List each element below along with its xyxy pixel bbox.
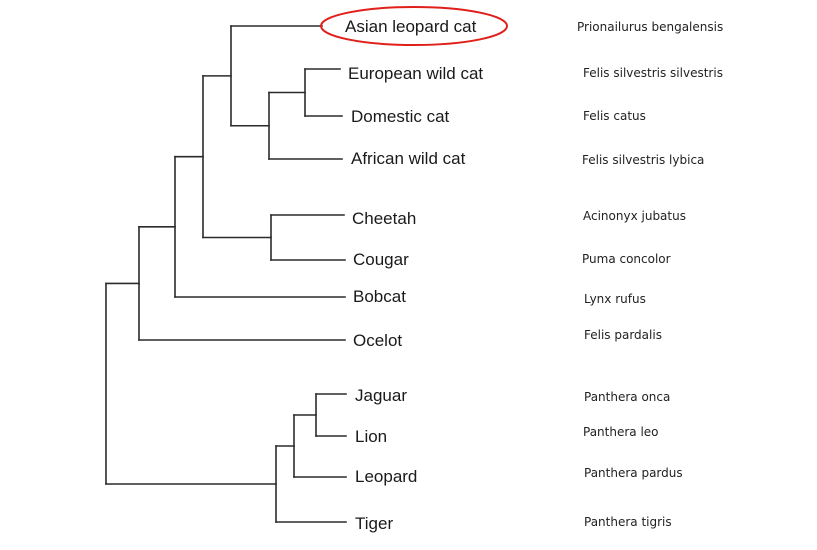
scientific-name-ocelot: Felis pardalis <box>584 328 662 342</box>
tree-branches <box>105 25 347 523</box>
common-name-cheetah: Cheetah <box>352 209 416 228</box>
scientific-name-european-wild-cat: Felis silvestris silvestris <box>583 66 723 80</box>
common-name-bobcat: Bobcat <box>353 287 406 306</box>
scientific-name-cheetah: Acinonyx jubatus <box>583 209 686 223</box>
scientific-name-lion: Panthera leo <box>583 425 659 439</box>
common-name-tiger: Tiger <box>355 514 393 533</box>
common-name-lion: Lion <box>355 427 387 446</box>
common-name-jaguar: Jaguar <box>355 386 407 405</box>
scientific-name-jaguar: Panthera onca <box>584 390 670 404</box>
common-name-cougar: Cougar <box>353 250 409 269</box>
common-name-ocelot: Ocelot <box>353 331 402 350</box>
scientific-name-cougar: Puma concolor <box>582 252 671 266</box>
scientific-name-asian-leopard-cat: Prionailurus bengalensis <box>577 20 723 34</box>
scientific-name-leopard: Panthera pardus <box>584 466 683 480</box>
common-name-african-wild-cat: African wild cat <box>351 149 466 168</box>
common-name-asian-leopard-cat: Asian leopard cat <box>345 17 477 36</box>
highlight-ellipse <box>320 6 508 46</box>
common-name-european-wild-cat: European wild cat <box>348 64 483 83</box>
scientific-name-bobcat: Lynx rufus <box>584 292 646 306</box>
scientific-name-domestic-cat: Felis catus <box>583 109 646 123</box>
common-name-leopard: Leopard <box>355 467 417 486</box>
common-name-domestic-cat: Domestic cat <box>351 107 450 126</box>
scientific-name-tiger: Panthera tigris <box>584 515 672 529</box>
scientific-name-african-wild-cat: Felis silvestris lybica <box>582 153 704 167</box>
